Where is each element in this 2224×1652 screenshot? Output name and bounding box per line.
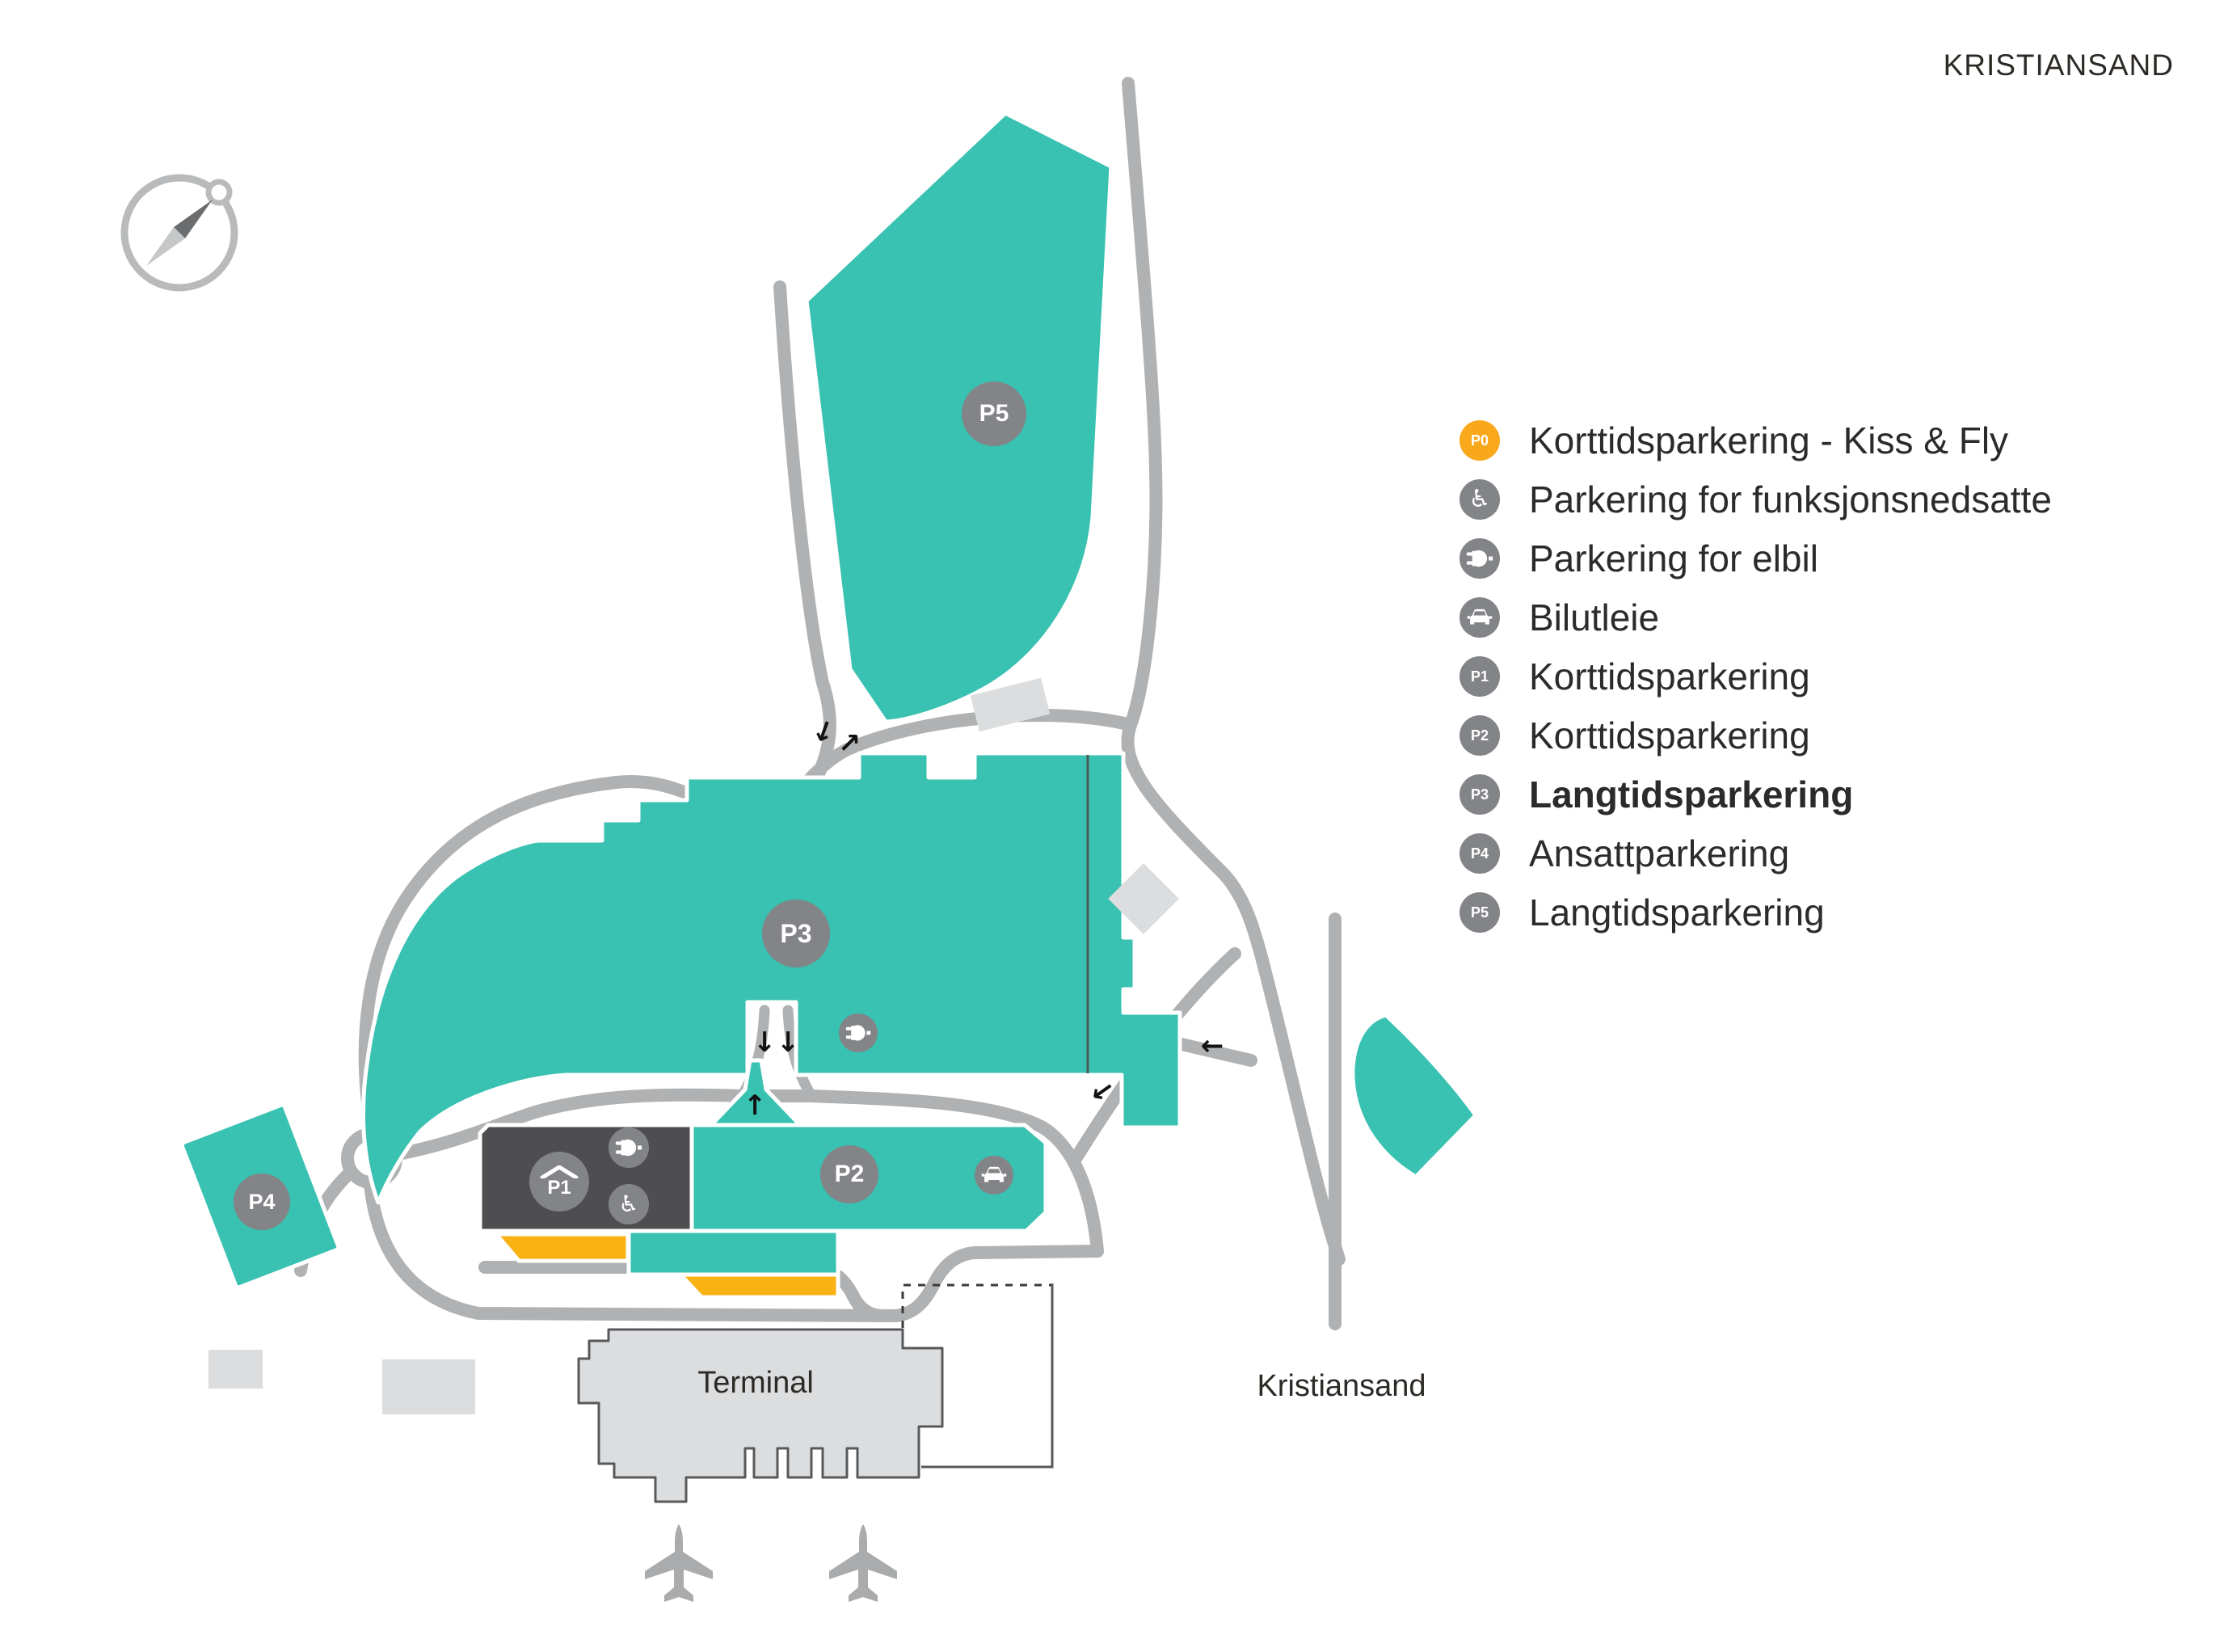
building-diamond-east [1108,863,1179,934]
plug-icon [1460,537,1500,579]
garage-roof-icon [540,1165,579,1178]
p5-area-badge: P5 [962,381,1026,446]
parking-area-p5 [804,111,1114,724]
road-p3-east-stub [1175,1038,1257,1067]
legend-item-p5: P5 Langtidsparkering [1460,883,2052,942]
legend-item-ev: Parkering for elbil [1460,529,2052,588]
kristiansand-road-label: Kristiansand [1257,1369,1426,1403]
legend-item-car-rental: Bilutleie [1460,588,2052,647]
terminal-label: Terminal [697,1366,814,1400]
building-southwest-large [382,1359,475,1414]
terminal-annex-outline [901,1283,1054,1469]
road-east-lower [889,1245,1104,1322]
legend-item-accessible: ♿ Parkering for funksjonsnedsatte [1460,470,2052,529]
legend-item-p3: P3 Langtidsparkering [1460,765,2052,824]
p2-area-badge: P2 [820,1145,878,1203]
arrow-left-icon: ← [1200,1030,1224,1062]
wheelchair-icon: ♿ [1460,478,1500,520]
arrow-up-icon: ↑ [743,1089,767,1122]
legend-item-p1: P1 Korttidsparkering [1460,647,2052,706]
road-outer-lower [364,1178,902,1322]
p2-badge: P2 [1460,714,1500,756]
airplane-icons [645,1524,897,1602]
legend-item-p2: P2 Korttidsparkering [1460,706,2052,765]
terminal-building [577,1328,944,1503]
road-inner-loop [391,1088,1104,1258]
legend-item-p4: P4 Ansattparkering [1460,824,2052,883]
arrow-northeast-icon: ↗ [837,727,861,760]
buildings [208,677,1179,1414]
p4-badge: P4 [1460,832,1500,874]
parking-area-p0-strip-west [494,1232,630,1263]
accessible-parking-icon: ♿ [609,1184,649,1224]
airplane-icon [829,1524,897,1602]
arrow-down-icon: ↓ [752,1026,777,1059]
airplane-icon [645,1524,713,1602]
p3-badge: P3 [1460,773,1500,815]
p1-garage-badge: P1 [529,1152,589,1212]
p0-badge: P0 [1460,419,1500,461]
parking-area-mid-block [626,1228,840,1277]
building-north [970,677,1051,732]
annex-solid-edge [921,1283,1054,1469]
p5-badge: P5 [1460,891,1500,933]
parking-area-p3 [360,751,1182,1205]
building-southwest-small [208,1350,263,1389]
legend-item-p0: P0 Korttidsparkering - Kiss & Fly [1460,411,2052,470]
page-title: KRISTIANSAND [1943,48,2174,82]
ev-charging-icon [609,1127,649,1168]
compass-icon [120,174,238,292]
road-main-north [1121,77,1346,1266]
car-rental-icon [1460,596,1500,638]
legend: P0 Korttidsparkering - Kiss & Fly ♿ Park… [1460,411,2052,942]
car-rental-icon [975,1156,1013,1195]
arrow-down-icon: ↓ [776,1026,800,1059]
p1-badge: P1 [1460,655,1500,697]
p3-area-badge: P3 [762,900,830,967]
p4-area-badge: P4 [234,1174,290,1230]
parking-area-east-leaf [1350,1013,1478,1179]
parking-area-p0-strip-east [678,1272,840,1300]
ev-charging-icon [839,1014,878,1052]
